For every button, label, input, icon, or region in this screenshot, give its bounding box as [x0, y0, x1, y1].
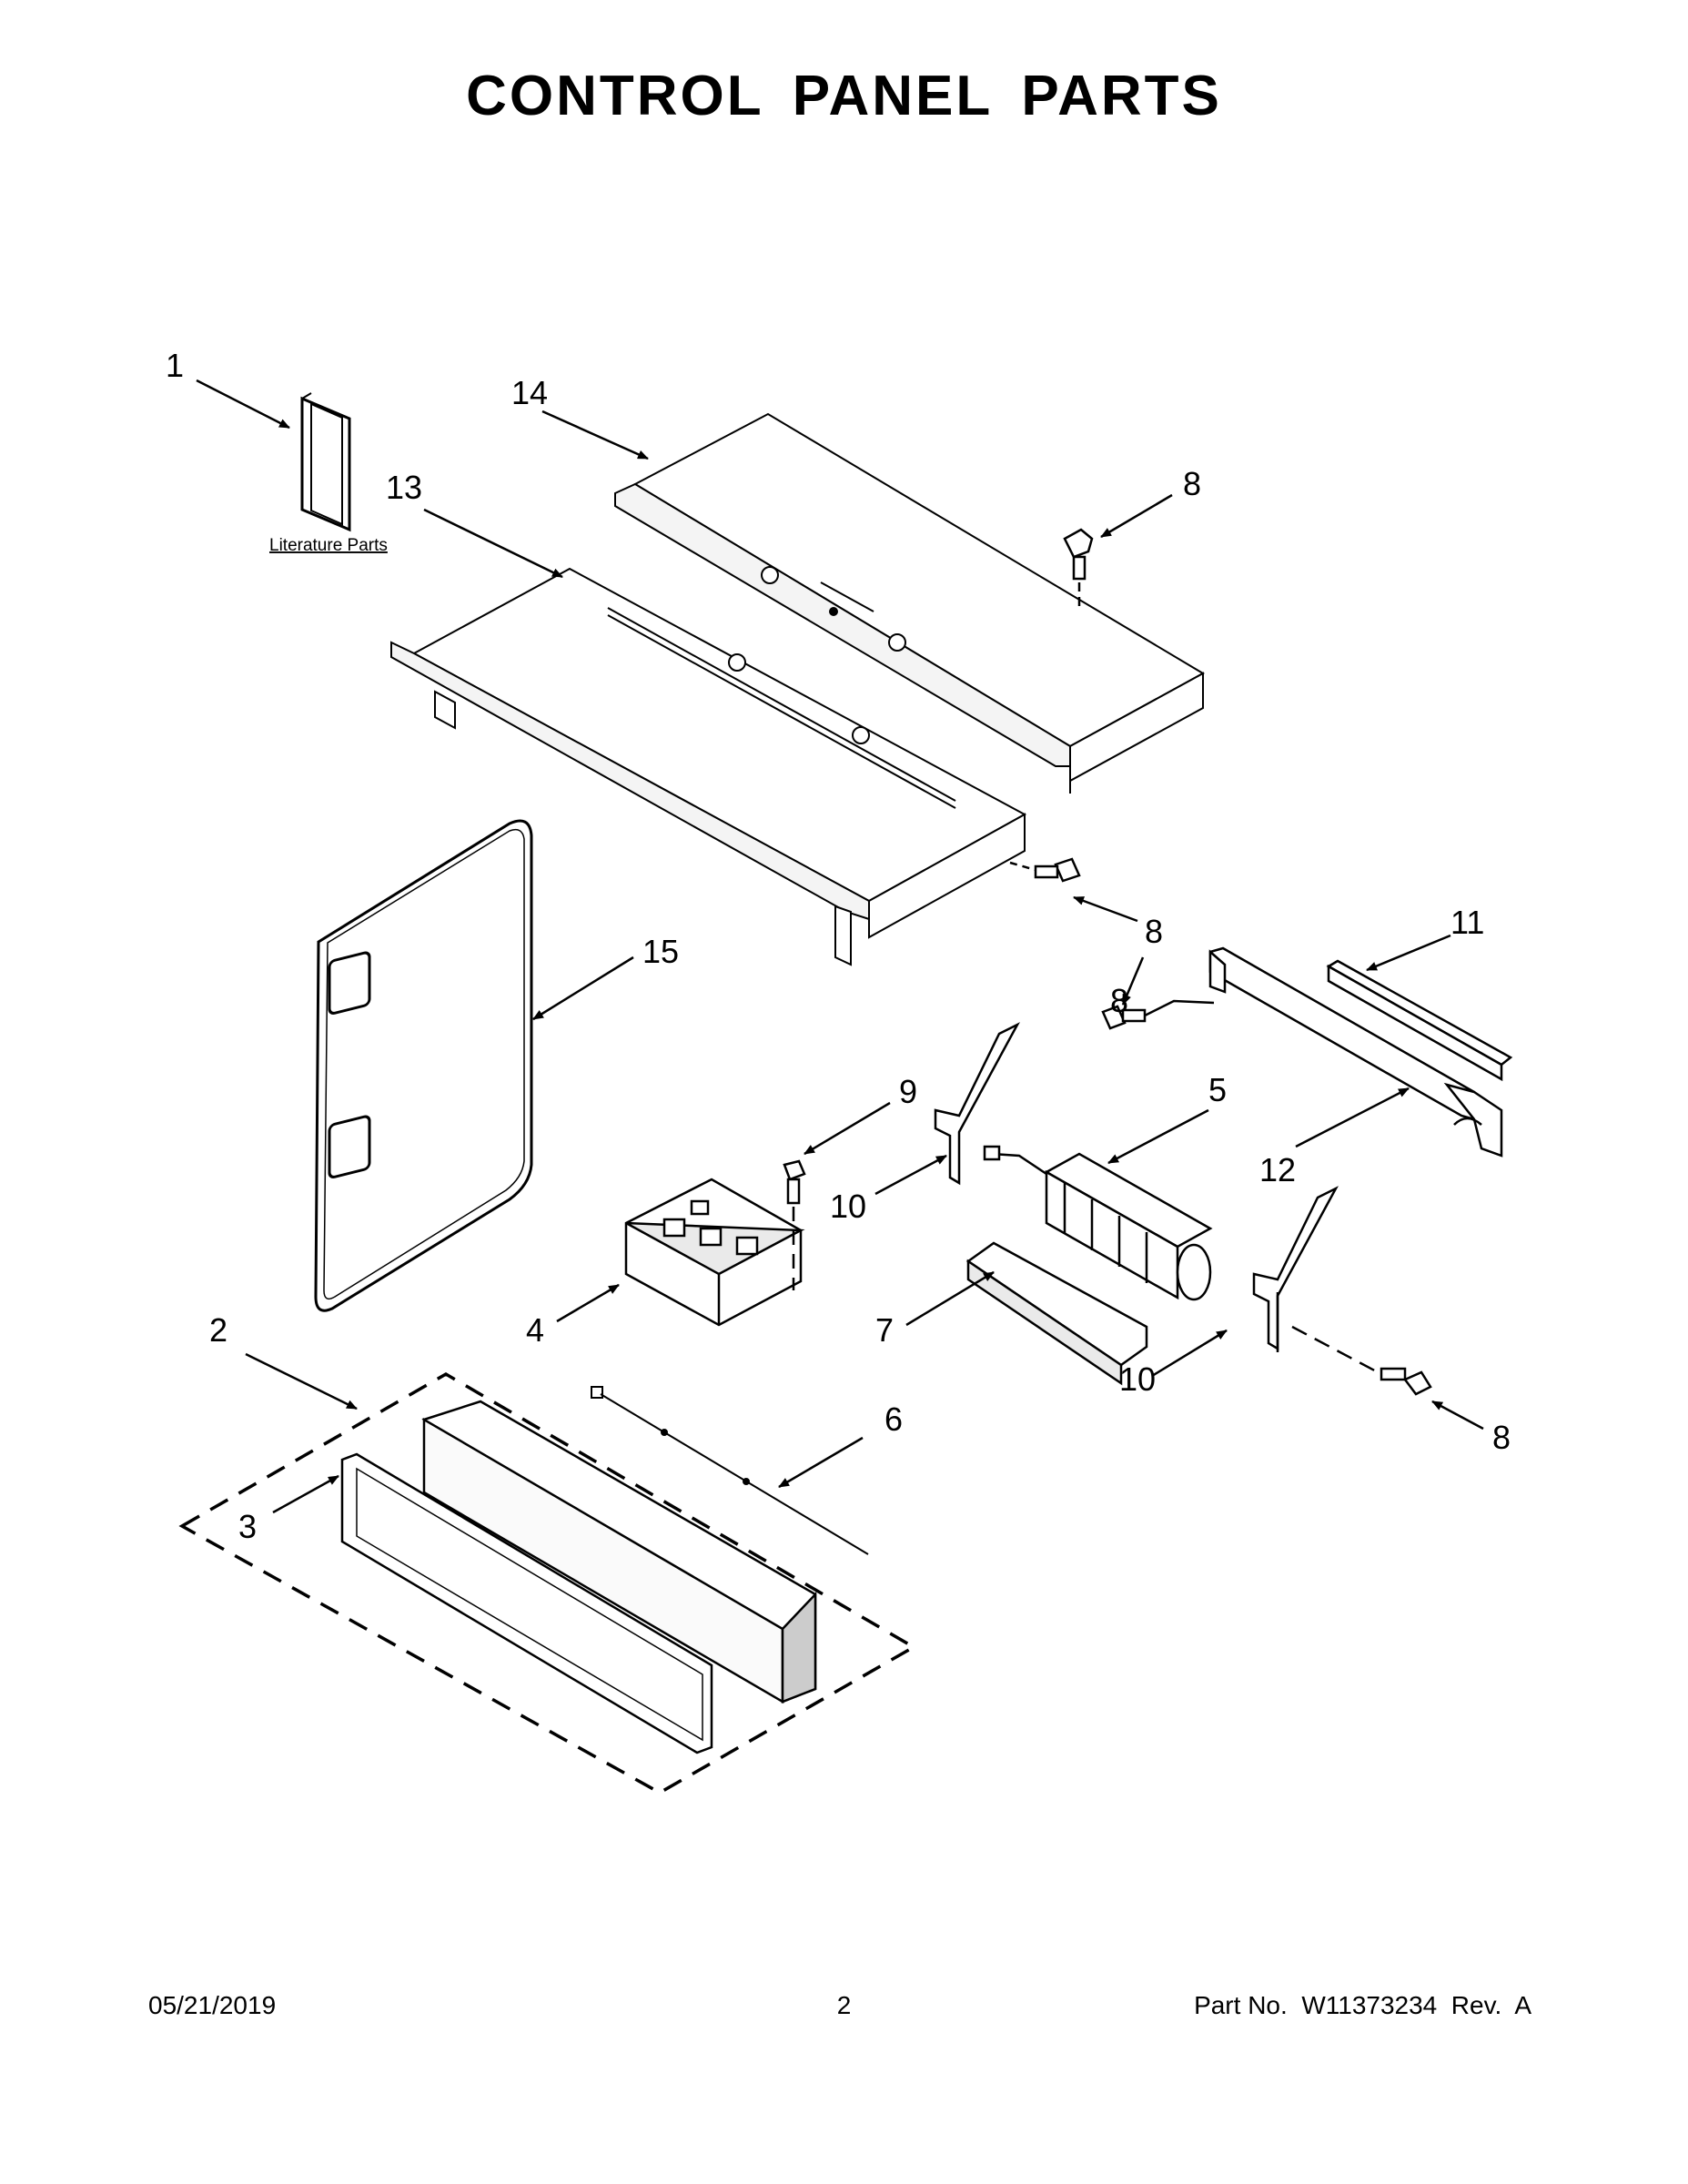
callout-4: 4	[526, 1311, 544, 1349]
callout-12: 12	[1259, 1151, 1296, 1188]
callout-8-bottom: 8	[1492, 1419, 1511, 1456]
footer-date: 05/21/2019	[148, 1991, 277, 2019]
screw-8-bottom	[1291, 1325, 1432, 1396]
callout-5: 5	[1208, 1071, 1227, 1108]
control-panel-display	[421, 1400, 817, 1704]
callout-13: 13	[386, 469, 422, 506]
callout-8-middle: 8	[1145, 913, 1163, 950]
bracket-10-lower	[1252, 1186, 1339, 1352]
upper-cover-plate	[614, 412, 1206, 794]
fan-mount-plate	[965, 1241, 1148, 1386]
callout-14: 14	[511, 374, 548, 411]
callout-8-left: 8	[1110, 982, 1128, 1019]
insulation-strip	[1326, 959, 1513, 1082]
callout-10-lower: 10	[1119, 1360, 1156, 1398]
callout-3: 3	[238, 1508, 257, 1545]
rail-bracket	[1208, 946, 1503, 1158]
callout-15: 15	[642, 933, 679, 970]
screw-9	[783, 1159, 806, 1290]
lower-cover-plate	[390, 567, 1027, 966]
control-panel-glass	[340, 1452, 713, 1754]
callout-9: 9	[899, 1073, 917, 1110]
leader-lines	[196, 379, 1484, 1514]
literature-book	[300, 392, 351, 532]
callout-1: 1	[166, 347, 184, 384]
callout-10-upper: 10	[830, 1188, 866, 1225]
screw-8-left	[1101, 999, 1215, 1030]
screw-8-top	[1063, 528, 1094, 610]
control-board	[624, 1178, 805, 1327]
callout-8-top: 8	[1183, 465, 1201, 502]
footer-part-number: Part No. W11373234 Rev. A	[1194, 1991, 1531, 2019]
callout-2: 2	[209, 1311, 227, 1349]
rear-panel	[314, 819, 533, 1312]
bracket-10-upper	[934, 1022, 1020, 1186]
blower-fan	[983, 1145, 1213, 1301]
wire-harness	[591, 1386, 869, 1555]
callout-7: 7	[875, 1311, 894, 1349]
footer-page-number: 2	[836, 1991, 852, 2019]
page-title: CONTROL PANEL PARTS	[466, 65, 1222, 127]
literature-parts-label: Literature Parts	[269, 536, 388, 555]
callout-11: 11	[1450, 904, 1484, 941]
screw-8-middle	[1009, 857, 1081, 883]
callout-6: 6	[884, 1400, 903, 1438]
control-panel-group-outline	[178, 1371, 917, 1795]
